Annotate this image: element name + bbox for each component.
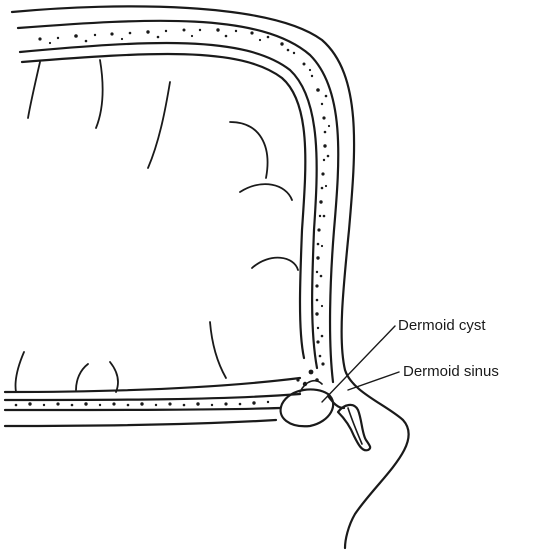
skull-base-lower xyxy=(5,408,280,410)
label-dermoid-sinus: Dermoid sinus xyxy=(403,364,499,379)
scalp-base xyxy=(5,420,276,426)
brain-base xyxy=(5,378,300,392)
skull-base-upper xyxy=(5,394,300,400)
brain-gyri xyxy=(15,60,298,392)
scalp-outline xyxy=(12,6,409,548)
skull-outer-table xyxy=(18,21,338,382)
nasal-bone xyxy=(338,405,370,450)
label-dermoid-cyst: Dermoid cyst xyxy=(398,318,486,333)
leader-line-dermoid-cyst xyxy=(322,326,395,402)
dermoid-sinus-tract xyxy=(328,396,344,408)
leader-line-dermoid-sinus xyxy=(348,372,399,390)
skull-base-stipple xyxy=(15,401,269,407)
dermoid-cyst xyxy=(281,389,334,426)
dura-outline xyxy=(22,54,305,358)
